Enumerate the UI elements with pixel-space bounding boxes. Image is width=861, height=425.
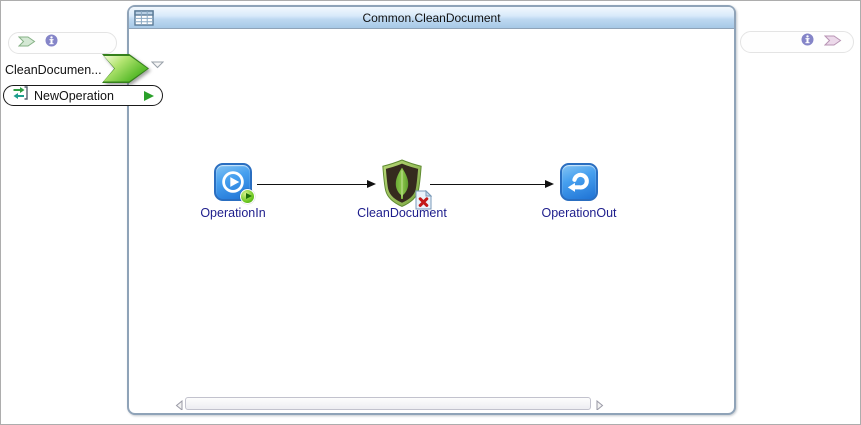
error-document-badge <box>415 189 433 210</box>
scroll-right-icon[interactable] <box>596 398 604 410</box>
operation-name-label: CleanDocumen... <box>5 63 102 77</box>
run-play-icon <box>144 90 154 101</box>
node-label: OperationOut <box>541 206 617 220</box>
green-run-badge <box>240 189 255 204</box>
clean-document-node[interactable] <box>379 159 433 210</box>
connector-arrow <box>257 179 376 188</box>
run-flow-arrow[interactable] <box>102 54 149 83</box>
scrollbar-thumb[interactable] <box>185 397 591 410</box>
horizontal-scrollbar[interactable] <box>175 397 607 410</box>
node-label: CleanDocument <box>357 206 447 220</box>
window-title: Common.CleanDocument <box>362 10 501 25</box>
connector-arrow <box>430 179 554 188</box>
node-label: OperationIn <box>200 206 266 220</box>
chevron-down-icon[interactable] <box>150 56 165 74</box>
info-icon[interactable] <box>45 34 58 52</box>
operation-out-node[interactable] <box>560 163 598 201</box>
return-arrow-icon <box>567 172 589 192</box>
flow-arrow-icon[interactable] <box>823 33 842 51</box>
table-grid-icon <box>134 10 154 26</box>
scroll-left-icon[interactable] <box>175 398 183 410</box>
play-circle-icon <box>222 171 244 193</box>
window-titlebar[interactable]: Common.CleanDocument <box>129 7 734 29</box>
mongodb-leaf-icon <box>382 159 422 208</box>
operation-in-node[interactable] <box>214 163 255 204</box>
flow-arrow-icon[interactable] <box>17 34 36 52</box>
new-operation-button[interactable]: NewOperation <box>3 85 163 106</box>
sync-operation-icon <box>12 86 28 105</box>
flow-canvas[interactable]: OperationIn <box>129 29 734 410</box>
left-toolbar <box>8 32 117 54</box>
new-operation-label: NewOperation <box>34 88 114 103</box>
info-icon[interactable] <box>801 33 814 51</box>
right-toolbar <box>740 31 854 53</box>
editor-window: Common.CleanDocument OperationIn <box>127 5 736 415</box>
